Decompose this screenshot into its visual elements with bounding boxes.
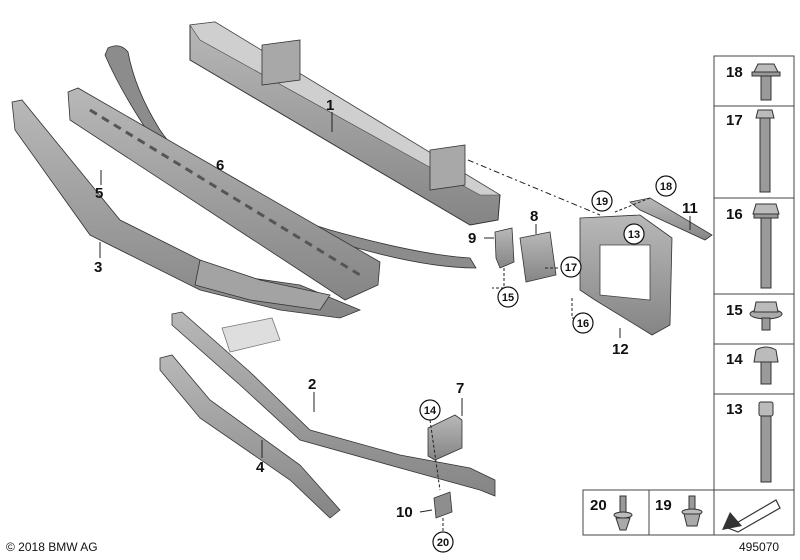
small-bracket-10 — [433, 491, 453, 519]
circled-ref-15: 15 — [497, 286, 519, 308]
callout-8: 8 — [530, 208, 538, 225]
lower-absorber-strip — [159, 354, 341, 519]
callout-4: 4 — [256, 459, 265, 476]
callout-1: 1 — [326, 97, 334, 114]
legend-number-14: 14 — [726, 351, 743, 368]
callout-12: 12 — [612, 341, 629, 358]
callout-5: 5 — [95, 185, 103, 202]
legend-number-19: 19 — [655, 497, 672, 514]
svg-text:13: 13 — [628, 229, 640, 241]
legend-number-15: 15 — [726, 302, 743, 319]
leader-line-10 — [419, 509, 433, 513]
circled-ref-20: 20 — [432, 531, 454, 553]
svg-text:15: 15 — [502, 292, 514, 304]
dashed-line-15 — [492, 268, 505, 289]
dashed-line-18 — [614, 197, 651, 213]
copyright-text: © 2018 BMW AG — [6, 540, 98, 554]
crash-box-bracket — [579, 214, 673, 336]
circled-ref-18: 18 — [655, 175, 677, 197]
impact-absorber-upper — [67, 87, 381, 301]
callout-10: 10 — [396, 504, 413, 521]
torx-screw-icon — [753, 346, 779, 385]
legend-number-16: 16 — [726, 206, 743, 223]
svg-text:17: 17 — [565, 262, 577, 274]
dashed-line-beam-to-bracket — [467, 159, 601, 216]
circled-ref-19: 19 — [591, 190, 613, 212]
bracket-11 — [629, 197, 713, 241]
legend-number-17: 17 — [726, 112, 743, 129]
tow-mount-block — [427, 414, 463, 461]
diagram-id: 495070 — [739, 540, 780, 554]
bracket-9 — [494, 227, 515, 269]
svg-text:16: 16 — [577, 318, 589, 330]
push-clip-icon — [681, 495, 703, 527]
callout-9: 9 — [468, 230, 476, 247]
svg-text:19: 19 — [596, 196, 608, 208]
callout-3: 3 — [94, 259, 102, 276]
circled-ref-17: 17 — [560, 256, 582, 278]
impact-absorber-front — [11, 99, 362, 319]
torx-bolt-icon — [758, 401, 774, 483]
hex-flange-bolt-icon — [751, 63, 781, 101]
callout-2: 2 — [308, 376, 316, 393]
bracket-8 — [519, 231, 557, 283]
legend-number-20: 20 — [590, 497, 607, 514]
dashed-line-14-7 — [429, 419, 441, 491]
hex-nut-washer-icon — [749, 301, 783, 331]
callout-6: 6 — [216, 157, 224, 174]
circled-ref-16: 16 — [572, 312, 594, 334]
bumper-carrier-beam — [189, 21, 502, 226]
expanding-rivet-icon — [613, 495, 633, 531]
direction-arrow-icon — [722, 499, 781, 533]
svg-text:20: 20 — [437, 537, 449, 549]
circled-ref-14: 14 — [419, 399, 441, 421]
legend-number-13: 13 — [726, 401, 743, 418]
bottom-legend: 20 19 — [582, 489, 795, 536]
legend-number-18: 18 — [726, 64, 743, 81]
hardware-legend: 18 17 16 15 14 13 — [713, 55, 795, 491]
circled-ref-13: 13 — [623, 223, 645, 245]
hex-bolt-icon — [752, 203, 780, 289]
callout-7: 7 — [456, 380, 464, 397]
dashed-line-16 — [571, 298, 585, 319]
long-hex-bolt-icon — [755, 109, 775, 193]
callout-11: 11 — [682, 200, 698, 217]
svg-text:14: 14 — [424, 405, 437, 417]
svg-text:18: 18 — [660, 181, 672, 193]
lower-support-bar — [171, 311, 496, 497]
